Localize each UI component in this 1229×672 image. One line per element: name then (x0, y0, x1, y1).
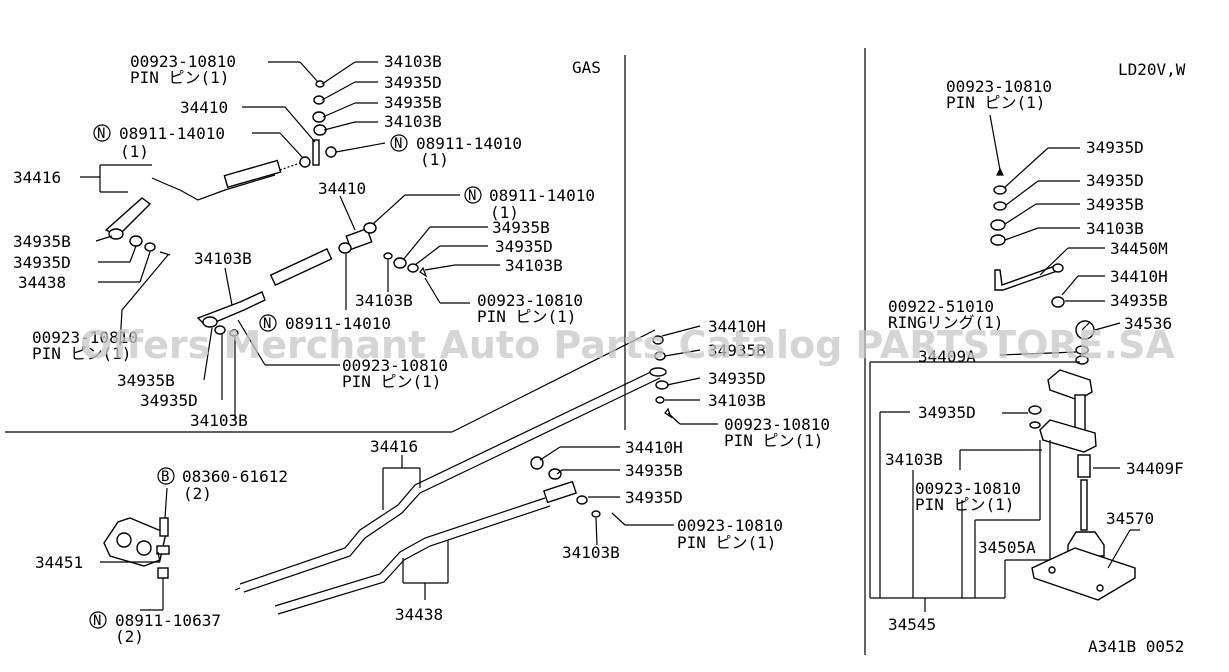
part-label: 00923-10810 (342, 356, 448, 375)
part-label: 34103B (384, 112, 442, 131)
leader-lines (80, 61, 1140, 612)
part-labels: GAS LD20V,W A341B 0052 00923-10810 PIN ピ… (13, 52, 1186, 656)
part-label: 34103B (190, 411, 248, 430)
part-label: 34935B (708, 341, 766, 360)
part-label: 34505A (978, 538, 1036, 557)
part-label: 00923-10810 (130, 52, 236, 71)
part-label: 34103B (885, 450, 943, 469)
part-label: 34935D (140, 391, 198, 410)
svg-text:N: N (263, 316, 271, 332)
part-label: 34935D (384, 73, 442, 92)
part-label: 00923-10810 (946, 77, 1052, 96)
part-label: RINGリング(1) (888, 313, 1003, 332)
part-label: 34410H (1110, 267, 1168, 286)
part-label: 00922-51010 (888, 297, 994, 316)
part-label: 34935B (492, 218, 550, 237)
section-label-gas: GAS (572, 58, 601, 77)
part-label: 08911-14010 (285, 314, 391, 333)
part-label: 34438 (18, 273, 66, 292)
svg-text:B: B (161, 469, 169, 485)
part-label: 34935B (625, 461, 683, 480)
part-label: 08360-61612 (182, 467, 288, 486)
part-label: 34935B (384, 93, 442, 112)
part-label: PIN ピン(1) (677, 533, 776, 552)
svg-text:N: N (394, 136, 402, 152)
part-label: 34103B (194, 249, 252, 268)
part-label: 34935D (1086, 138, 1144, 157)
section-label-diesel: LD20V,W (1118, 60, 1186, 79)
part-label: 34410H (625, 438, 683, 457)
part-label: 08911-14010 (416, 134, 522, 153)
watermark: Offers Merchant Auto Parts Catalog PARTS… (80, 323, 1175, 367)
part-label: 34410 (180, 98, 228, 117)
part-label: 34935D (13, 253, 71, 272)
diesel-linkage-drawing (990, 167, 1136, 601)
part-label: 34451 (35, 553, 83, 572)
part-label: 00923-10810 (477, 291, 583, 310)
part-label: 08911-10637 (115, 611, 221, 630)
circled-letter-markers: N N N N B N (89, 124, 482, 629)
part-label: 34935D (495, 237, 553, 256)
part-label: 34416 (13, 168, 61, 187)
part-label: (2) (115, 627, 144, 646)
part-label: 34410H (708, 317, 766, 336)
part-label: 34935B (13, 232, 71, 251)
part-label: 34935D (708, 369, 766, 388)
part-label: 34935B (1110, 291, 1168, 310)
part-label: 08911-14010 (119, 124, 225, 143)
part-label: 34410 (318, 179, 366, 198)
part-label: 34103B (384, 52, 442, 71)
part-label: 00923-10810 (724, 415, 830, 434)
part-label: 34103B (562, 543, 620, 562)
part-label: PIN ピン(1) (915, 495, 1014, 514)
bracket-drawing (103, 517, 170, 579)
part-label: PIN ピン(1) (130, 68, 229, 87)
part-label: 34103B (1086, 219, 1144, 238)
part-label: 34103B (708, 391, 766, 410)
part-label: 08911-14010 (489, 186, 595, 205)
part-label: 34409F (1126, 459, 1184, 478)
svg-text:N: N (468, 188, 476, 204)
gas-linkage-drawing (104, 80, 428, 337)
part-label: (1) (120, 142, 149, 161)
part-label: 34450M (1110, 239, 1168, 258)
part-label: (2) (183, 484, 212, 503)
part-label: PIN ピン(1) (342, 372, 441, 391)
part-label: PIN ピン(1) (32, 344, 131, 363)
part-label: 34935D (918, 403, 976, 422)
svg-text:N: N (97, 126, 105, 142)
section-dividers (5, 48, 866, 655)
part-label: 00923-10810 (32, 328, 138, 347)
part-label: 34935B (117, 371, 175, 390)
part-label: 34438 (395, 605, 443, 624)
part-label: 34409A (918, 347, 976, 366)
part-label: PIN ピン(1) (477, 307, 576, 326)
part-label: 34536 (1124, 314, 1172, 333)
part-label: 34416 (370, 437, 418, 456)
part-label: 34935B (1086, 195, 1144, 214)
part-label: PIN ピン(1) (946, 93, 1045, 112)
lower-rods-drawing (234, 335, 673, 615)
diagram-code: A341B 0052 (1088, 637, 1184, 656)
part-label: 00923-10810 (915, 479, 1021, 498)
part-label: 34103B (505, 256, 563, 275)
part-label: (1) (420, 150, 449, 169)
part-label: 34935D (625, 488, 683, 507)
part-label: 00923-10810 (677, 516, 783, 535)
part-label: 34103B (355, 291, 413, 310)
part-label: PIN ピン(1) (724, 431, 823, 450)
part-label: 34570 (1106, 509, 1154, 528)
part-label: 34545 (888, 615, 936, 634)
part-label: 34935D (1086, 171, 1144, 190)
part-label: (1) (490, 203, 519, 222)
svg-text:N: N (93, 613, 101, 629)
